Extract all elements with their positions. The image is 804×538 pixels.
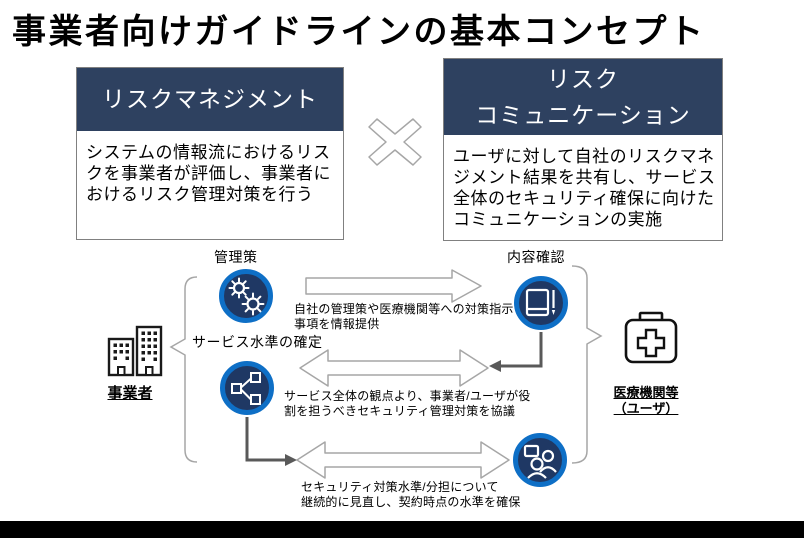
risk-management-box: リスクマネジメント システムの情報流におけるリス クを事業者が評価し、事業者に … — [76, 67, 344, 240]
arrow-inform — [305, 269, 482, 303]
people-chat-icon — [513, 433, 567, 487]
footer-bar — [0, 521, 804, 538]
left-brace — [169, 276, 198, 463]
right-brace — [571, 265, 603, 464]
connector-service-to-review — [245, 417, 297, 466]
arrow-consult — [299, 349, 489, 387]
buildings-icon — [107, 325, 163, 377]
confirm-label: 内容確認 — [507, 249, 565, 265]
service-level-label: サービス水準の確定 — [192, 334, 323, 350]
arrow-review — [296, 441, 510, 479]
risk-management-header: リスクマネジメント — [77, 68, 343, 131]
risk-communication-box: リスク コミュニケーション ユーザに対して自社のリスクマネ ジメント結果を共有し… — [443, 58, 723, 241]
review-caption: セキュリティ対策水準/分担について 継続的に見直し、契約時点の水準を確保 — [301, 480, 521, 509]
first-aid-kit-icon — [624, 311, 678, 364]
inform-caption: 自社の管理策や医療機関等への対策指示 事項を情報提供 — [294, 302, 514, 331]
risk-communication-header: リスク コミュニケーション — [444, 59, 722, 135]
risk-communication-body: ユーザに対して自社のリスクマネ ジメント結果を共有し、サービス 全体のセキュリテ… — [453, 147, 716, 229]
operator-label: 事業者 — [107, 385, 153, 402]
share-network-icon — [220, 361, 274, 415]
book-pen-icon — [514, 276, 568, 330]
risk-management-body: システムの情報流におけるリス クを事業者が評価し、事業者に おけるリスク管理対策… — [86, 143, 331, 204]
page-title: 事業者向けガイドラインの基本コンセプト — [12, 13, 706, 51]
management-label: 管理策 — [214, 249, 258, 265]
user-label: 医療機関等 （ユーザ） — [613, 385, 679, 416]
multiply-icon — [368, 118, 422, 166]
consult-caption: サービス全体の観点より、事業者/ユーザが役 割を担うべきセキュリティ管理対策を協… — [284, 389, 531, 418]
gears-icon — [219, 269, 273, 323]
connector-confirm-to-consult — [489, 332, 543, 372]
